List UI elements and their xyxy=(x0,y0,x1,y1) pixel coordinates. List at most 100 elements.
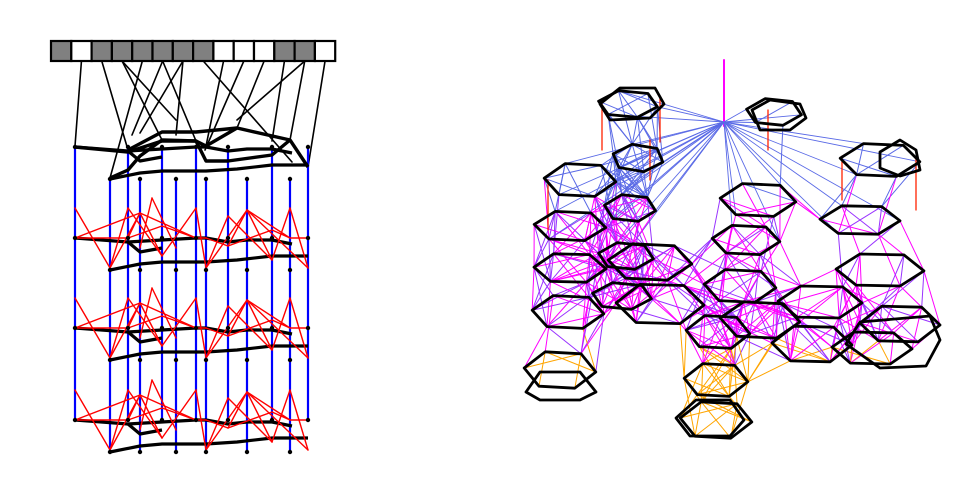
dense-edge xyxy=(731,224,762,272)
ring xyxy=(532,209,608,243)
dense-edge xyxy=(635,279,668,323)
dense-edge xyxy=(694,401,702,437)
ring xyxy=(682,362,750,398)
dense-edge xyxy=(749,300,779,335)
cross-edge xyxy=(246,299,291,329)
dense-edge xyxy=(533,223,551,282)
dense-edge xyxy=(779,241,802,287)
dense-edge xyxy=(546,313,605,328)
cross-edge xyxy=(127,212,141,239)
ring-edge xyxy=(109,138,292,180)
dense-edge xyxy=(719,317,777,339)
hub-edge xyxy=(656,106,725,123)
node xyxy=(107,357,113,363)
dense-edge xyxy=(632,210,656,245)
register xyxy=(49,39,337,63)
dense-edge xyxy=(856,143,865,176)
register-connection xyxy=(121,60,163,141)
dense-edge xyxy=(771,287,777,344)
dense-edge xyxy=(564,163,592,214)
dense-edge xyxy=(644,245,685,287)
dense-edge xyxy=(725,252,762,272)
dense-edge xyxy=(741,183,797,203)
dense-edge xyxy=(779,124,784,186)
nodes xyxy=(72,144,311,455)
node xyxy=(193,144,199,150)
dense-edge xyxy=(736,301,745,318)
dense-edge xyxy=(849,332,895,364)
cross-edge xyxy=(227,411,273,429)
dense-edge xyxy=(881,254,905,307)
dense-edge xyxy=(838,284,857,319)
register-connection xyxy=(307,60,326,168)
dense-edge xyxy=(838,286,844,319)
dense-edge xyxy=(877,340,891,365)
dense-edge xyxy=(704,301,745,317)
node xyxy=(72,417,78,423)
node xyxy=(107,267,113,273)
dense-edge xyxy=(683,329,687,379)
dense-edge xyxy=(777,300,791,362)
dense-edge xyxy=(666,245,676,281)
node xyxy=(72,235,78,241)
dense-edge xyxy=(589,204,606,256)
dense-edge xyxy=(611,245,646,284)
dense-edge xyxy=(580,292,594,355)
dense-edge xyxy=(893,306,923,334)
node xyxy=(173,176,179,182)
dense-edge xyxy=(789,326,835,362)
node xyxy=(125,144,131,150)
node xyxy=(269,235,275,241)
dense-edge xyxy=(594,195,639,222)
ring-edge xyxy=(126,149,163,163)
dense-edge xyxy=(621,194,656,212)
dense-edge xyxy=(725,252,756,303)
rings xyxy=(522,86,942,440)
dense-edge xyxy=(546,280,551,328)
cross-edge xyxy=(161,297,197,347)
dense-edge xyxy=(685,317,721,331)
hub-edge xyxy=(631,121,725,145)
dense-edge xyxy=(637,116,658,149)
dense-edge xyxy=(646,147,658,199)
dense-edge xyxy=(819,174,858,220)
dense-edge xyxy=(725,226,767,254)
dense-edge xyxy=(704,300,720,317)
dense-edge xyxy=(861,302,895,334)
dense-edge xyxy=(580,302,617,355)
hub-edge xyxy=(723,121,843,207)
register-cell xyxy=(131,39,154,63)
dense-edge xyxy=(754,285,802,303)
dense-edge xyxy=(741,183,767,228)
dense-edge xyxy=(759,254,784,305)
dense-edge xyxy=(590,212,609,261)
ring xyxy=(776,284,864,320)
dense-edge xyxy=(553,212,592,255)
dense-edge xyxy=(548,238,591,256)
node xyxy=(244,449,250,455)
hub-edge xyxy=(723,121,865,145)
dense-edge xyxy=(719,317,736,366)
dense-edge xyxy=(851,305,883,346)
dense-edge xyxy=(837,174,858,234)
dense-edge xyxy=(698,346,736,366)
dense-edge xyxy=(719,197,767,228)
ring xyxy=(603,193,657,223)
dense-edge xyxy=(759,254,802,287)
node xyxy=(305,235,311,241)
dense-edge xyxy=(552,295,605,315)
dense-edge xyxy=(621,194,639,222)
register-connection xyxy=(139,60,184,134)
dense-edge xyxy=(624,245,646,279)
dense-edge xyxy=(736,301,756,337)
cross-edge xyxy=(227,319,273,337)
dense-edge xyxy=(554,210,600,254)
cross-edge xyxy=(246,209,309,269)
node xyxy=(203,449,209,455)
cross-edge xyxy=(127,302,141,329)
dense-edge xyxy=(771,303,784,344)
register-cell xyxy=(273,39,296,63)
ring-edge xyxy=(109,344,308,362)
dense-edge xyxy=(889,332,895,365)
register-cell xyxy=(171,39,195,63)
